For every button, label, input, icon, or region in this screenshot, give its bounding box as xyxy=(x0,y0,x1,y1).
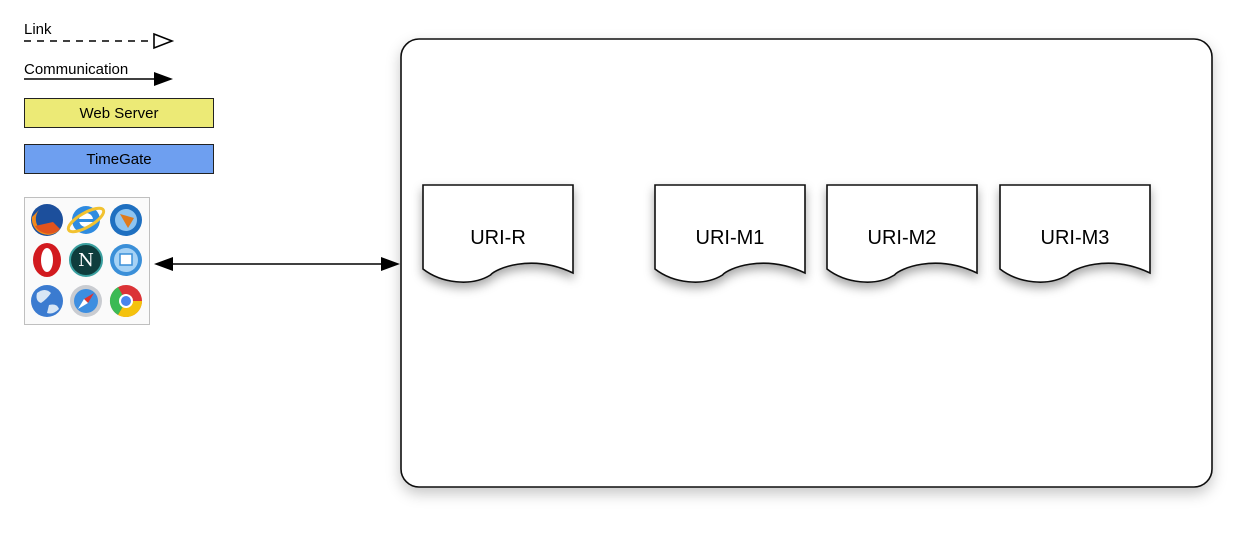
uri-m3-document xyxy=(999,184,1151,283)
legend-link-label: Link xyxy=(24,21,52,38)
archive-container xyxy=(400,38,1213,488)
internet-explorer-icon xyxy=(66,206,106,234)
svg-text:N: N xyxy=(78,250,94,271)
chrome-icon xyxy=(109,285,143,318)
legend-web-server-box: Web Server xyxy=(24,98,214,128)
legend-link-arrow xyxy=(24,32,175,50)
client-browsers: N xyxy=(24,197,150,325)
safari-icon xyxy=(70,285,102,317)
globe-browser-icon xyxy=(31,285,63,317)
firefox-icon xyxy=(31,204,63,236)
netscape-icon: N xyxy=(69,243,103,277)
uri-m1-document xyxy=(654,184,806,283)
uri-m3-label: URI-M3 xyxy=(1040,227,1110,249)
client-communication-arrow xyxy=(154,257,400,271)
uri-m2-label: URI-M2 xyxy=(867,227,937,249)
legend-timegate-box: TimeGate xyxy=(24,144,214,174)
opera-icon xyxy=(33,243,61,277)
thunderbird-icon xyxy=(110,204,142,236)
mail-client-icon xyxy=(110,244,142,276)
uri-r-document xyxy=(422,184,574,283)
uri-r-label: URI-R xyxy=(470,227,526,249)
uri-m2-document xyxy=(826,184,978,283)
legend-communication-arrow xyxy=(24,72,173,86)
legend-communication-label: Communication xyxy=(24,61,129,78)
uri-m1-label: URI-M1 xyxy=(695,227,765,249)
